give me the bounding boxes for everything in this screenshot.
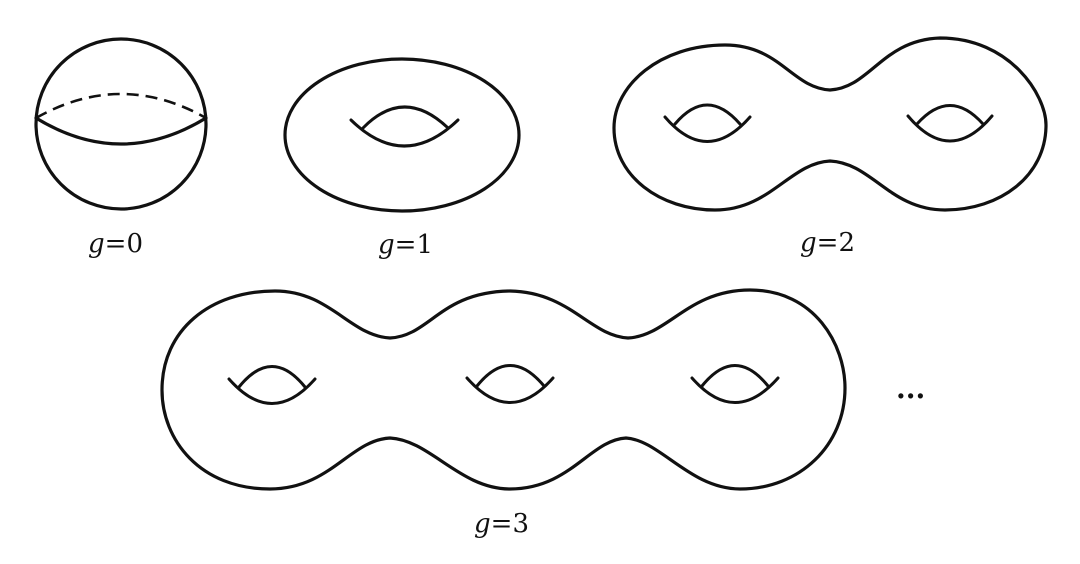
triple-torus-hole-2-lower (465, 376, 555, 404)
label-genus-0: g=0 (88, 229, 143, 259)
label-genus-2-value: =2 (817, 228, 855, 258)
triple-torus-hole-1-lower (227, 377, 317, 405)
label-genus-3-value: =3 (491, 509, 529, 539)
triple-torus-genus-3: g=3 (160, 288, 847, 539)
triple-torus-outline (160, 288, 847, 491)
label-genus-2-g: g (800, 228, 817, 258)
torus-genus-1: g=1 (283, 57, 521, 260)
sphere-genus-0: g=0 (34, 37, 208, 259)
sphere-outline (34, 37, 208, 211)
torus-outline (283, 57, 521, 213)
double-torus-hole-right-upper (915, 104, 985, 126)
triple-torus-hole-3-lower (690, 376, 780, 404)
torus-hole-upper (361, 105, 450, 130)
torus-hole-lower (349, 118, 460, 148)
label-genus-1-value: =1 (395, 230, 433, 260)
double-torus-outline (612, 36, 1048, 212)
double-torus-hole-right-lower (906, 114, 994, 143)
label-genus-2: g=2 (800, 228, 855, 258)
label-genus-0-value: =0 (105, 229, 143, 259)
continuation-ellipsis: ... (896, 372, 925, 405)
sphere-back-equator (35, 92, 207, 120)
label-genus-0-g: g (88, 229, 105, 259)
double-torus-hole-left-lower (663, 115, 752, 143)
triple-torus-hole-2-upper (475, 364, 546, 388)
label-genus-3: g=3 (474, 509, 529, 539)
sphere-front-equator (34, 116, 208, 146)
label-genus-3-g: g (474, 509, 491, 539)
label-genus-1: g=1 (378, 230, 433, 260)
double-torus-hole-left-upper (673, 103, 742, 126)
triple-torus-hole-3-upper (700, 364, 770, 388)
double-torus-genus-2: g=2 (612, 36, 1048, 258)
triple-torus-hole-1-upper (237, 365, 307, 389)
label-genus-1-g: g (378, 230, 395, 260)
